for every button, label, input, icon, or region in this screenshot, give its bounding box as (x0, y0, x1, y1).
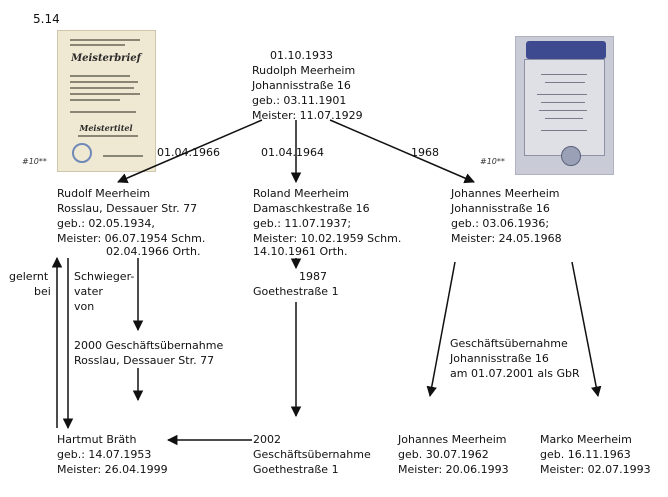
marko-born: geb. 16.11.1963 (540, 448, 631, 461)
move-1987-year: 1987 (299, 270, 327, 283)
meistertitel-text: Meistertitel (79, 123, 133, 133)
roland-address: Damaschkestraße 16 (253, 202, 370, 215)
uebernahme-2002-line-2: Goethestraße 1 (253, 463, 339, 476)
uebernahme-gbr-line-1: Geschäftsübernahme (450, 337, 568, 350)
johannes-jr-meister: Meister: 20.06.1993 (398, 463, 509, 476)
rudolf-meister-2: 02.04.1966 Orth. (106, 245, 201, 258)
hartmut-meister: Meister: 26.04.1999 (57, 463, 168, 476)
meisterbrief-title: Meisterbrief (71, 53, 141, 64)
uebernahme-2002-year: 2002 (253, 433, 281, 446)
footnote-right: #10** (480, 157, 505, 166)
root-name: Rudolph Meerheim (252, 64, 356, 77)
roland-meister-2: 14.10.1961 Orth. (253, 245, 348, 258)
marko-meister: Meister: 02.07.1993 (540, 463, 651, 476)
hartmut-name: Hartmut Bräth (57, 433, 137, 446)
hartmut-born: geb.: 14.07.1953 (57, 448, 152, 461)
uebernahme-gbr-line-3: am 01.07.2001 als GbR (450, 367, 580, 380)
branch-date-mid: 01.04.1964 (261, 146, 324, 159)
johannes-sr-name: Johannes Meerheim (451, 187, 560, 200)
rudolf-meister-1: Meister: 06.07.1954 Schm. (57, 232, 206, 245)
branch-date-left: 01.04.1966 (157, 146, 220, 159)
johannes-jr-name: Johannes Meerheim (398, 433, 507, 446)
root-date: 01.10.1933 (270, 49, 333, 62)
arrow-johannes-sr-to-marko (571, 261, 602, 398)
schwiegervater-label-1: Schwieger- (74, 270, 135, 283)
marko-name: Marko Meerheim (540, 433, 632, 446)
johannes-jr-born: geb. 30.07.1962 (398, 448, 489, 461)
arrow-root-to-johannes-sr (329, 119, 475, 184)
move-1987-address: Goethestraße 1 (253, 285, 339, 298)
schwiegervater-label-3: von (74, 300, 95, 313)
roland-name: Roland Meerheim (253, 187, 349, 200)
gelernt-label: gelernt (9, 270, 49, 283)
certificate-ribbon (526, 41, 606, 59)
seal-icon (72, 143, 92, 163)
rudolf-name: Rudolf Meerheim (57, 187, 151, 200)
arrow-johannes-sr-to-johannes-jr (426, 261, 456, 398)
certificate-scroll (524, 59, 605, 166)
uebernahme-2000-line-2: Rosslau, Dessauer Str. 77 (74, 354, 215, 367)
johannes-sr-born: geb.: 03.06.1936; (451, 217, 550, 230)
meisterbrief-photo: Meisterbrief Meistertitel (57, 30, 156, 172)
root-address: Johannisstraße 16 (252, 79, 351, 92)
certificate-photo (515, 36, 614, 175)
rudolf-address: Rosslau, Dessauer Str. 77 (57, 202, 198, 215)
root-born: geb.: 03.11.1901 (252, 94, 347, 107)
uebernahme-2000-line-1: 2000 Geschäftsübernahme (74, 339, 224, 352)
uebernahme-2002-line-1: Geschäftsübernahme (253, 448, 371, 461)
rudolf-born: geb.: 02.05.1934, (57, 217, 155, 230)
arrow-root-to-rudolf (117, 119, 263, 184)
branch-date-right: 1968 (411, 146, 439, 159)
johannes-sr-meister: Meister: 24.05.1968 (451, 232, 562, 245)
seal-icon (561, 146, 581, 166)
johannes-sr-address: Johannisstraße 16 (451, 202, 550, 215)
uebernahme-gbr-line-2: Johannisstraße 16 (450, 352, 549, 365)
roland-meister-1: Meister: 10.02.1959 Schm. (253, 232, 402, 245)
root-meister: Meister: 11.07.1929 (252, 109, 363, 122)
schwiegervater-label-2: vater (74, 285, 103, 298)
gelernt-bei-label: bei (34, 285, 51, 298)
roland-born: geb.: 11.07.1937; (253, 217, 352, 230)
footnote-left: #10** (22, 157, 47, 166)
section-number: 5.14 (33, 12, 60, 26)
